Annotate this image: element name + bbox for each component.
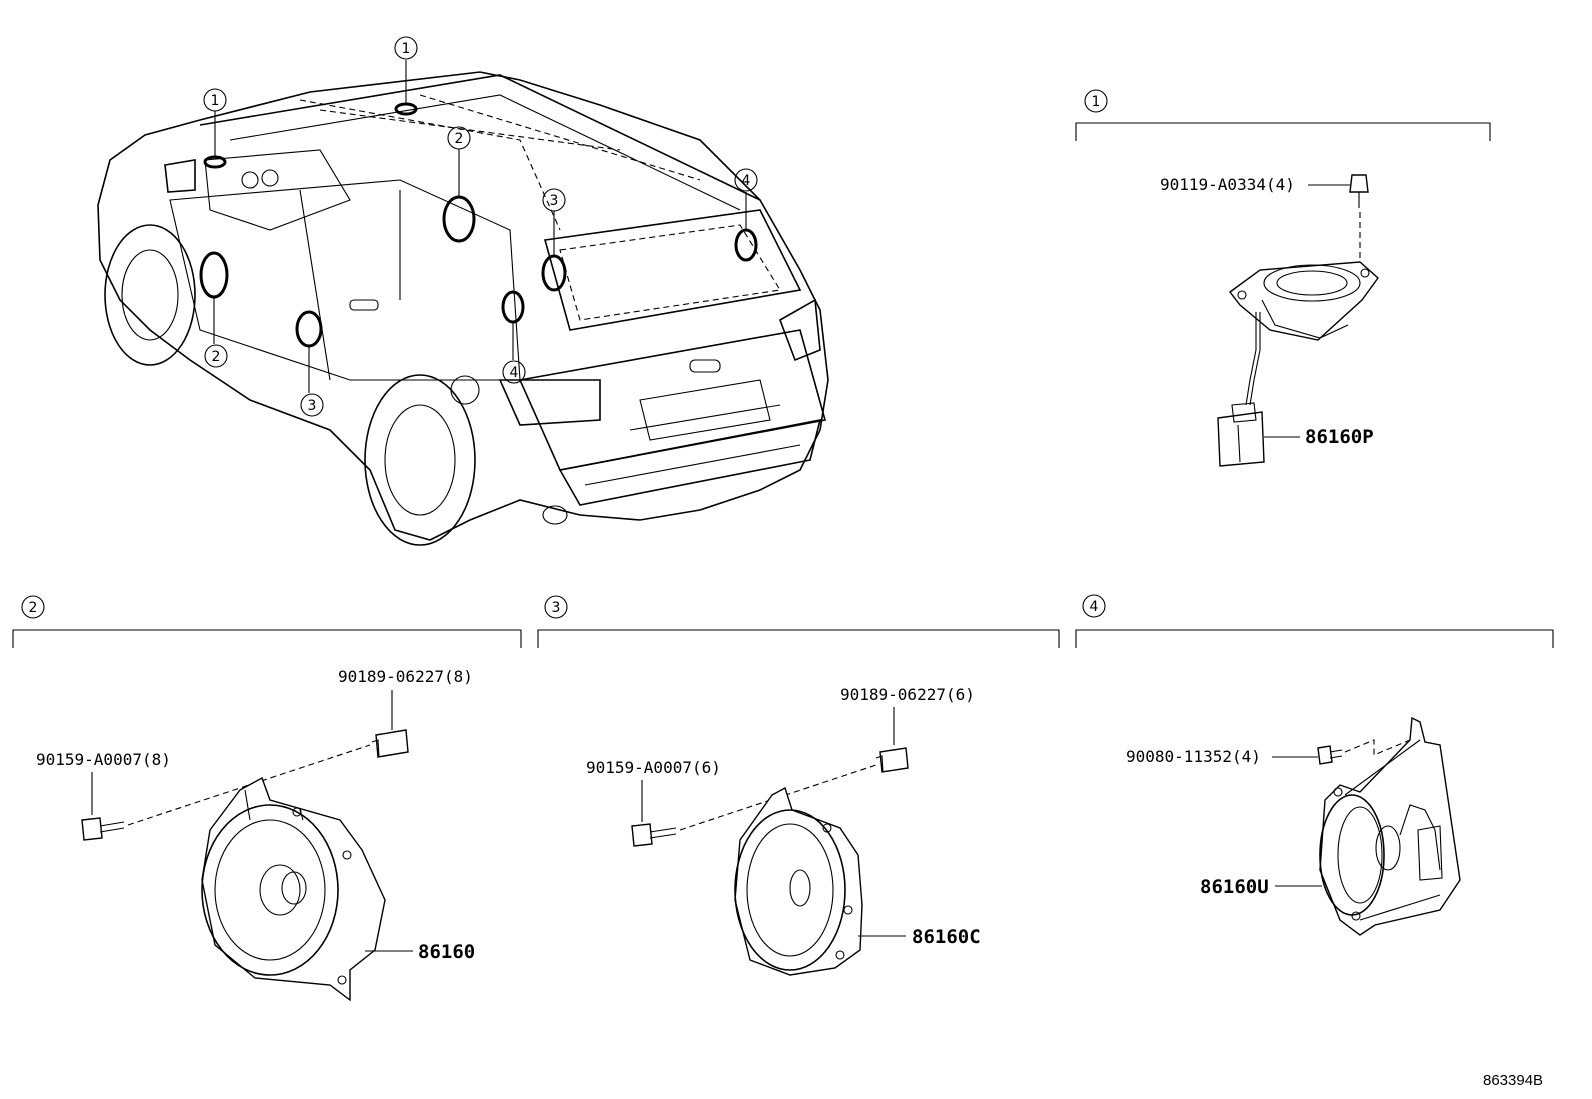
tweeter-speaker-icon	[1229, 261, 1379, 341]
vehicle-illustration	[97, 60, 829, 546]
vehicle-callout-1a: 1	[394, 36, 418, 60]
part-label-90159-A0007-6[interactable]: 90159-A0007(6)	[586, 758, 721, 777]
section-3: 3 90189-06227(6) 90159-A0007(6) 86160C	[537, 595, 1060, 976]
svg-text:4: 4	[1090, 599, 1099, 615]
vehicle-callout-4a: 4	[734, 168, 758, 192]
section-1-bracket	[1075, 122, 1491, 141]
section-1-number: 1	[1084, 89, 1108, 113]
svg-text:2: 2	[212, 349, 221, 365]
bolt-icon	[1317, 745, 1343, 765]
part-label-90189-06227-8[interactable]: 90189-06227(8)	[338, 667, 473, 686]
svg-text:1: 1	[1092, 94, 1101, 110]
vehicle-callout-2a: 2	[447, 126, 471, 150]
vehicle-callout-3b: 3	[300, 393, 324, 417]
vehicle-callout-3a: 3	[542, 188, 566, 212]
clip-nut-icon	[371, 729, 409, 758]
quarter-speaker-icon	[1319, 716, 1461, 936]
section-4-bracket	[1075, 629, 1554, 648]
screw-icon	[631, 823, 677, 847]
speaker-marker-4a	[501, 290, 525, 324]
clip-nut-icon	[875, 747, 909, 773]
diagram-reference-code: 863394B	[1483, 1072, 1543, 1089]
section-4-number: 4	[1082, 594, 1106, 618]
svg-text:2: 2	[455, 131, 464, 147]
part-label-90080-11352[interactable]: 90080-11352(4)	[1126, 747, 1261, 766]
svg-text:3: 3	[308, 398, 317, 414]
section-1: 1 90119-A0334(4) 86160P	[1075, 89, 1491, 467]
part-label-86160U[interactable]: 86160U	[1200, 876, 1269, 898]
connector-icon	[1217, 402, 1265, 467]
part-label-86160C[interactable]: 86160C	[912, 926, 981, 948]
svg-text:3: 3	[552, 600, 561, 616]
speaker-marker-2a	[199, 251, 229, 299]
svg-text:4: 4	[742, 173, 751, 189]
rear-door-speaker-icon	[734, 786, 863, 976]
section-2-number: 2	[21, 595, 45, 619]
door-speaker-icon	[201, 776, 386, 1002]
section-2-bracket	[12, 629, 522, 648]
screw-icon	[81, 817, 125, 841]
vehicle-callout-2b: 2	[204, 344, 228, 368]
part-label-90119-A0334[interactable]: 90119-A0334(4)	[1160, 175, 1295, 194]
part-label-90189-06227-6[interactable]: 90189-06227(6)	[840, 685, 975, 704]
section-3-bracket	[537, 629, 1060, 648]
svg-text:1: 1	[211, 93, 220, 109]
svg-text:3: 3	[550, 193, 559, 209]
section-3-number: 3	[544, 595, 568, 619]
speaker-marker-3a	[295, 310, 323, 348]
vehicle-callout-1b: 1	[203, 88, 227, 112]
svg-text:2: 2	[29, 600, 38, 616]
vehicle-callout-4b: 4	[502, 360, 526, 384]
section-4: 4 90080-11352(4) 86160U	[1075, 594, 1554, 936]
section-2: 2 90189-06227(8) 90159-A0007(8)	[12, 595, 522, 1002]
bolt-icon	[1349, 174, 1369, 208]
part-label-86160P[interactable]: 86160P	[1305, 426, 1374, 448]
speaker-marker-2b	[442, 195, 476, 243]
svg-text:1: 1	[402, 41, 411, 57]
part-label-86160[interactable]: 86160	[418, 941, 475, 963]
part-label-90159-A0007-8[interactable]: 90159-A0007(8)	[36, 750, 171, 769]
svg-text:4: 4	[510, 365, 519, 381]
speaker-marker-1b	[203, 155, 227, 169]
